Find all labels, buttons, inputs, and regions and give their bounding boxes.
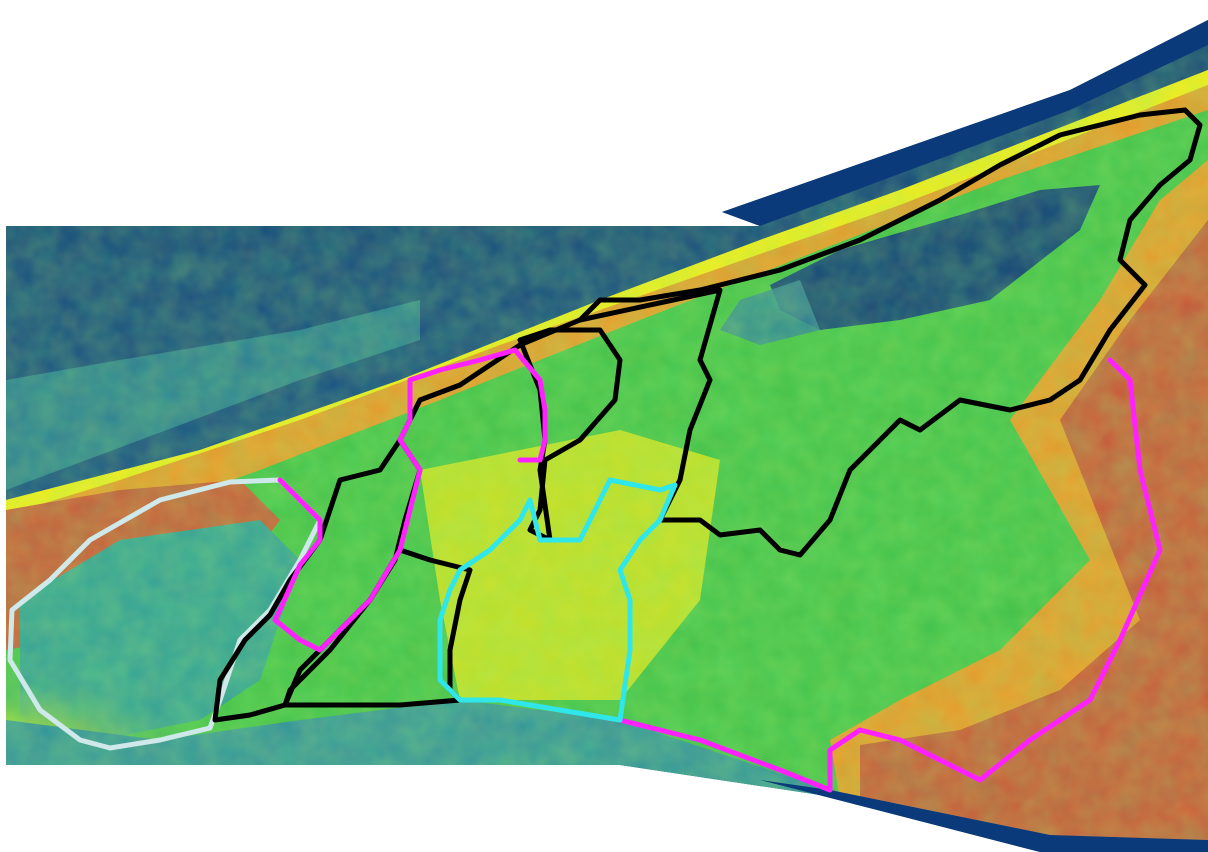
boundary-black-coast [397,317,583,443]
boundary-cyan-zone [437,477,678,723]
south-sea-edge [760,780,1208,852]
boundary-magenta-zone-east [617,357,1163,793]
boundary-layer [7,107,1203,793]
boundary-light-blue-zone [7,477,323,751]
north-sea-edge [722,20,1208,226]
boundary-magenta-zone-west [272,347,548,653]
boundary-black-zone-4 [577,107,1203,558]
